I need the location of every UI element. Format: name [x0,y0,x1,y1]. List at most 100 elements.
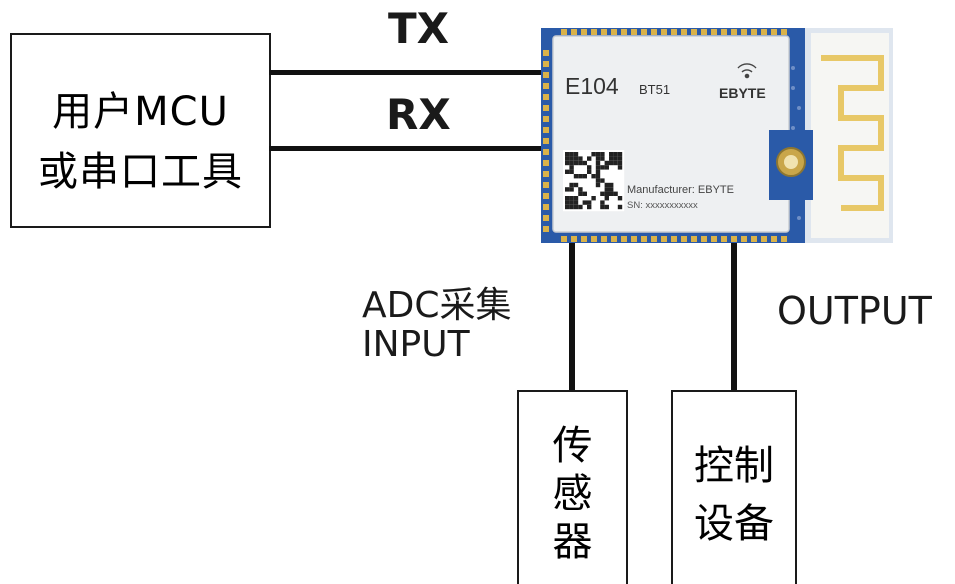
adc-label-line2: INPUT [362,324,470,365]
edge-pad [731,29,737,35]
adc-wire [569,240,575,392]
edge-pad [721,236,727,242]
qr-module [587,165,592,170]
qr-module [609,191,614,196]
qr-module [617,196,623,201]
ipex-center [784,155,798,169]
edge-pad [661,29,667,35]
qr-module [565,196,570,201]
qr-module [573,160,579,166]
edge-pad [543,127,549,133]
qr-module [595,152,601,157]
qr-module [587,200,592,205]
edge-pad [751,29,757,35]
edge-pad [701,236,707,242]
edge-pad [781,29,787,35]
qr-module [595,165,601,170]
edge-pad [641,236,647,242]
edge-pad [721,29,727,35]
qr-module [582,200,587,205]
qr-module [609,156,614,161]
qr-module [604,204,609,210]
edge-pad [543,160,549,166]
rx-label: RX [386,90,451,139]
qr-module [591,174,596,179]
qr-module [573,200,579,205]
edge-pad [581,29,587,35]
qr-module [578,191,583,196]
qr-module [565,204,570,210]
edge-pad [543,215,549,221]
edge-pad [543,182,549,188]
edge-pad [661,236,667,242]
qr-module [565,187,570,192]
qr-module [591,196,596,201]
qr-module [600,165,605,170]
edge-pad [741,29,747,35]
qr-module [569,165,574,170]
qr-module [565,152,570,157]
qr-module [573,196,579,201]
edge-pad [543,193,549,199]
edge-pad [611,236,617,242]
qr-module [604,182,609,188]
edge-pad [691,29,697,35]
qr-module [582,174,587,179]
edge-pad [543,61,549,67]
qr-module [573,174,579,179]
edge-pad [543,171,549,177]
qr-module [573,152,579,157]
edge-pad [543,116,549,122]
edge-pad [631,29,637,35]
qr-module [595,178,601,183]
edge-pad [543,149,549,155]
qr-module [569,187,574,192]
qr-module [582,191,587,196]
edge-pad [751,236,757,242]
qr-module [565,200,570,205]
edge-pad [781,236,787,242]
edge-pad [641,29,647,35]
edge-pad [731,236,737,242]
qr-module [565,156,570,161]
adc-label-line1: ADC采集 [362,285,512,326]
qr-module [578,156,583,161]
edge-pad [741,236,747,242]
edge-pad [543,94,549,100]
manufacturer-text: Manufacturer: EBYTE [627,184,734,196]
qr-module [604,165,609,170]
edge-pad [681,29,687,35]
edge-pad [601,29,607,35]
qr-module [595,182,601,188]
edge-pad [543,226,549,232]
edge-pad [601,236,607,242]
qr-module [617,156,623,161]
qr-module [613,156,618,161]
control-label-line2: 设备 [694,501,774,547]
qr-module [595,174,601,179]
edge-pad [543,83,549,89]
edge-pad [591,236,597,242]
edge-pad [543,50,549,56]
qr-module [595,169,601,174]
edge-pad [691,236,697,242]
qr-module [578,204,583,210]
serial-number-text: SN: xxxxxxxxxxx [627,200,698,211]
qr-module [587,156,592,161]
qr-module [613,191,618,196]
antenna-base [811,33,889,238]
qr-module [595,160,601,166]
edge-pad [591,29,597,35]
edge-pad [543,138,549,144]
edge-pad [621,236,627,242]
qr-module [587,204,592,210]
edge-pad [651,29,657,35]
qr-module [600,152,605,157]
edge-pad [631,236,637,242]
edge-pad [543,105,549,111]
edge-pads [543,29,787,242]
edge-pad [711,29,717,35]
edge-pad [761,236,767,242]
qr-module [569,196,574,201]
qr-module [609,152,614,157]
